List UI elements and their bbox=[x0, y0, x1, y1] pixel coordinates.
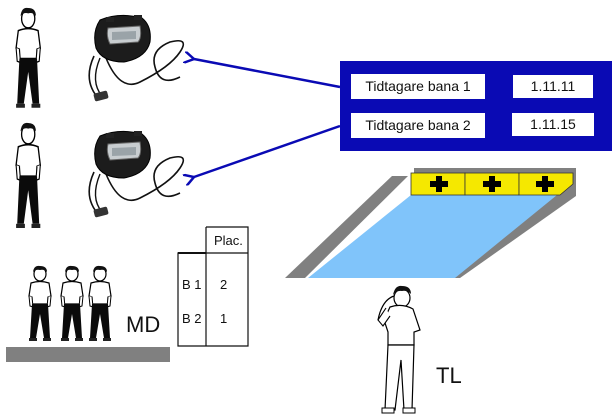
timekeeper-figure-1 bbox=[15, 7, 42, 109]
judges-platform bbox=[6, 347, 170, 362]
lane-marker-icon-2 bbox=[483, 176, 501, 192]
stopwatch-icon-2 bbox=[88, 130, 185, 219]
pool-water bbox=[308, 195, 557, 278]
timer-value-lane-2: 1.11.15 bbox=[512, 113, 594, 136]
lane-marker-icon-3 bbox=[536, 176, 554, 192]
md-label: MD bbox=[126, 312, 161, 337]
arrow-to-stopwatch-1 bbox=[194, 59, 341, 89]
lane-marker-icon-1 bbox=[430, 176, 448, 192]
placement-table-lines bbox=[177, 226, 249, 347]
placement-lane-2: B 2 bbox=[182, 311, 202, 326]
referee-figure bbox=[377, 285, 421, 414]
timer-label-lane-1: Tidtagare bana 1 bbox=[351, 74, 485, 99]
stopwatch-icon-1 bbox=[88, 14, 185, 103]
timer-panel: Tidtagare bana 1 1.11.11 Tidtagare bana … bbox=[340, 61, 612, 151]
timekeeper-figure-2 bbox=[15, 121, 42, 229]
timer-value-lane-1: 1.11.11 bbox=[513, 75, 593, 98]
placement-value-1: 2 bbox=[220, 277, 228, 292]
placement-value-2: 1 bbox=[220, 311, 228, 326]
placement-header: Plac. bbox=[214, 233, 243, 248]
starting-blocks bbox=[410, 172, 574, 196]
tl-label: TL bbox=[436, 363, 462, 388]
pool-diagram bbox=[285, 168, 576, 278]
finish-judges-group bbox=[28, 265, 112, 342]
placement-lane-1: B 1 bbox=[182, 277, 202, 292]
timer-label-lane-2: Tidtagare bana 2 bbox=[351, 113, 485, 138]
arrow-to-stopwatch-2 bbox=[194, 124, 341, 177]
